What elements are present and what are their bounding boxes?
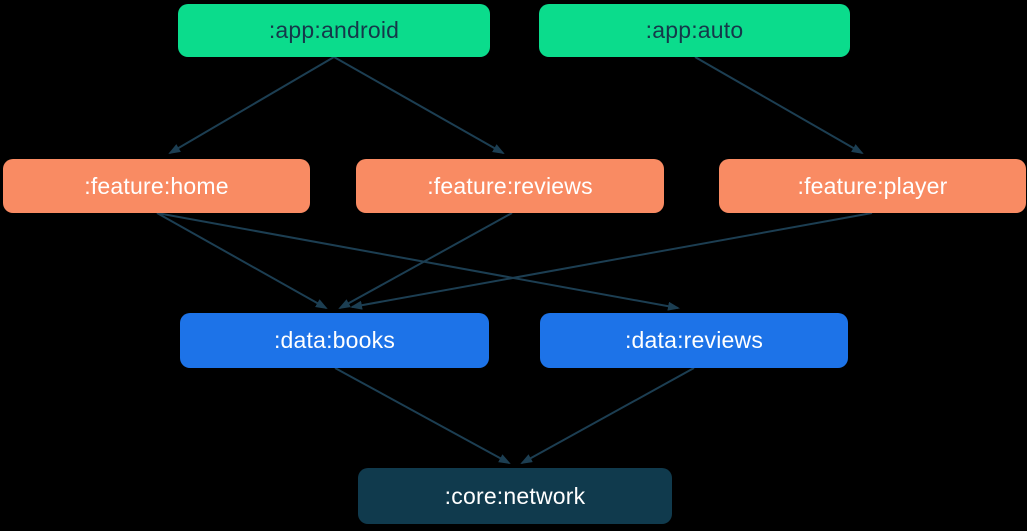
edge-feature-home-to-data-books [156, 212, 328, 309]
edge-app-android-to-feature-reviews [333, 56, 505, 154]
edge-data-reviews-to-core-network [520, 367, 695, 464]
edge-data-books-to-core-network [334, 367, 511, 464]
node-core-network: :core:network [358, 468, 672, 524]
node-feature-home: :feature:home [3, 159, 310, 213]
node-data-books: :data:books [180, 313, 489, 368]
edge-app-auto-to-feature-player [694, 56, 864, 154]
edge-app-android-to-feature-home [168, 56, 335, 155]
node-feature-player: :feature:player [719, 159, 1026, 213]
node-app-android: :app:android [178, 4, 490, 57]
edge-feature-home-to-data-reviews [156, 212, 680, 311]
edge-feature-player-to-data-books [350, 212, 873, 310]
node-data-reviews: :data:reviews [540, 313, 848, 368]
node-feature-reviews: :feature:reviews [356, 159, 664, 213]
node-app-auto: :app:auto [539, 4, 850, 57]
edge-feature-reviews-to-data-books [338, 212, 513, 309]
